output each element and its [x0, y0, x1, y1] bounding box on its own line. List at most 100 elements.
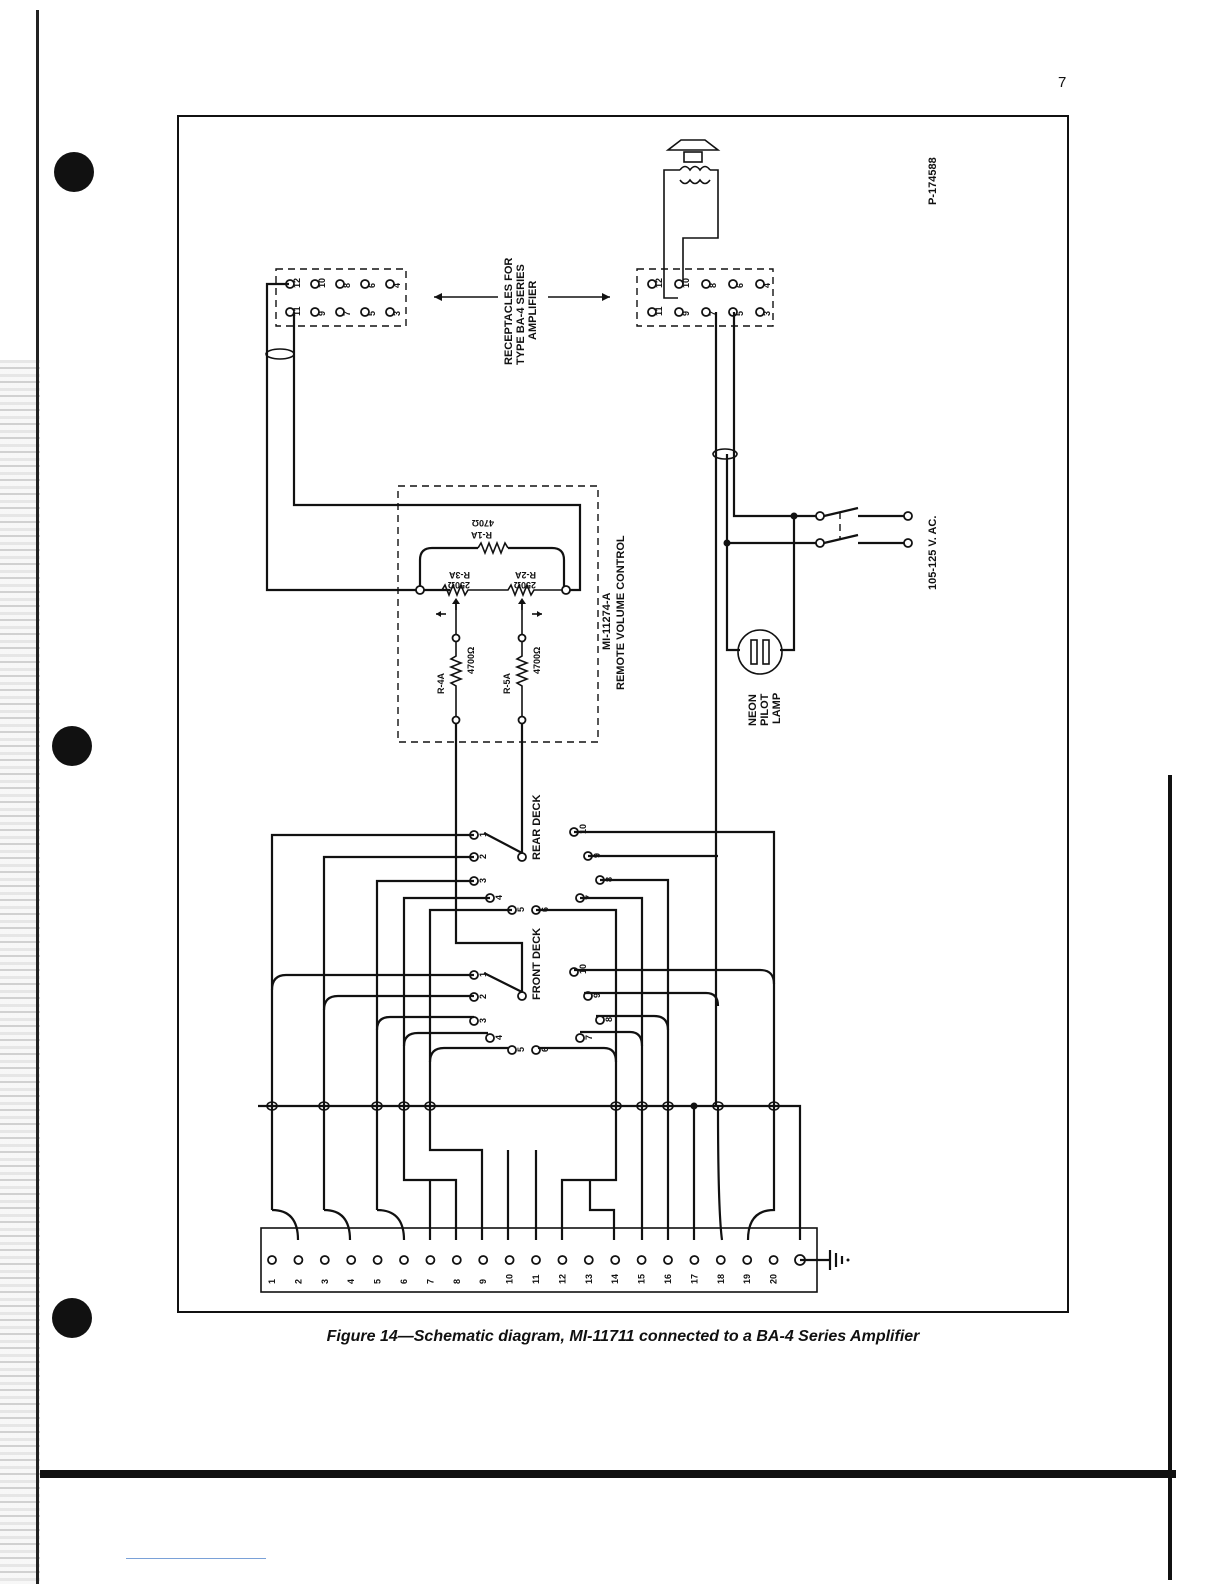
- receptacle-pin-number: 3: [392, 311, 402, 316]
- receptacles-label-line-2: TYPE BA-4 SERIES: [515, 264, 527, 365]
- cable-tie: [662, 1101, 674, 1111]
- strip-terminal-number: 14: [610, 1274, 620, 1284]
- receptacle-pin-number: 12: [654, 278, 664, 288]
- strip-terminal: [425, 1255, 436, 1265]
- strip-terminal-number: 4: [346, 1279, 356, 1284]
- deck-contact-number: 3: [478, 1018, 488, 1023]
- deck-contact-number: 5: [516, 907, 526, 912]
- figure-caption: Figure 14—Schematic diagram, MI-11711 co…: [326, 1328, 920, 1345]
- deck-contact-number: 2: [478, 994, 488, 999]
- remote-control-subtitle: REMOTE VOLUME CONTROL: [615, 535, 627, 690]
- r3a-name: R-3A: [448, 570, 470, 580]
- r1a-value: 470Ω: [472, 518, 494, 528]
- strip-terminal-number: 5: [373, 1279, 383, 1284]
- deck-contact-number: 6: [540, 1047, 550, 1052]
- strip-terminal-number: 9: [478, 1279, 488, 1284]
- neon-lamp-label-3: LAMP: [771, 693, 783, 724]
- remote-control-title: MI-11274-A: [601, 592, 613, 650]
- strip-terminal-number: 6: [399, 1279, 409, 1284]
- deck-contact-number: 10: [578, 824, 588, 834]
- deck-contact-number: 3: [478, 878, 488, 883]
- strip-terminal-number: 20: [769, 1274, 779, 1284]
- strip-terminal: [689, 1255, 700, 1265]
- page-number: 7: [1058, 74, 1067, 91]
- ground-icon: [846, 1258, 850, 1262]
- receptacle-pin-number: 5: [735, 311, 745, 316]
- binder-edge-texture: [0, 360, 40, 1584]
- receptacles-label: RECEPTACLES FOR TYPE BA-4 SERIES AMPLIFI…: [434, 258, 610, 365]
- strip-terminal: [610, 1255, 621, 1265]
- receptacle-pin-number: 11: [292, 306, 302, 316]
- rear-deck-label: REAR DECK: [531, 795, 543, 860]
- cable-ties: [266, 1101, 780, 1111]
- strip-terminal-number: 19: [742, 1274, 752, 1284]
- receptacle-pin-number: 3: [762, 311, 772, 316]
- receptacle-pin: [335, 307, 345, 317]
- strip-terminal: [293, 1255, 304, 1265]
- strip-terminal: [346, 1255, 357, 1265]
- neon-lamp-label-2: PILOT: [759, 693, 771, 726]
- strip-terminal: [715, 1255, 726, 1265]
- strip-terminal: [583, 1255, 594, 1265]
- strip-terminal: [451, 1255, 462, 1265]
- punch-hole-top: [54, 152, 94, 192]
- deck-contact-number: 1: [478, 972, 488, 977]
- strip-terminal: [663, 1255, 673, 1265]
- control-to-switch-wires: [454, 724, 524, 996]
- receptacle-pin: [385, 307, 395, 317]
- strip-terminal-number: 13: [584, 1274, 594, 1284]
- deck-contact-number: 7: [584, 1035, 594, 1040]
- strip-terminal: [531, 1255, 541, 1265]
- strip-terminal-number: 3: [320, 1279, 330, 1284]
- strip-terminal-number: 18: [716, 1274, 726, 1284]
- receptacle-pin: [674, 307, 684, 317]
- neon-lamp-label-1: NEON: [747, 694, 759, 726]
- strip-terminal: [504, 1255, 515, 1265]
- receptacle-pin-number: 9: [681, 311, 691, 316]
- strip-terminal-number: 16: [663, 1274, 673, 1284]
- receptacles-label-line-3: AMPLIFIER: [527, 281, 539, 340]
- cable-tie: [424, 1101, 436, 1111]
- page-left-edge: [36, 10, 39, 1584]
- r5a-name: R-5A: [502, 672, 512, 694]
- remote-volume-control: MI-11274-A REMOTE VOLUME CONTROL R-1A 47…: [397, 485, 627, 743]
- strip-terminal-number: 15: [637, 1274, 647, 1284]
- cable-tie: [318, 1101, 330, 1111]
- r1a-name: R-1A: [470, 530, 492, 540]
- strip-terminal-number: 12: [557, 1274, 567, 1284]
- page-right-rule: [1168, 775, 1172, 1580]
- receptacle-pin: [755, 307, 765, 317]
- strip-terminal-number: 2: [293, 1279, 303, 1284]
- strip-terminal-number: 7: [425, 1279, 435, 1284]
- cable-tie: [610, 1101, 622, 1111]
- r2a-name: R-2A: [514, 570, 536, 580]
- front-deck-label: FRONT DECK: [531, 928, 543, 1000]
- strip-terminal-number: 17: [689, 1274, 699, 1284]
- receptacle-pin: [647, 279, 657, 289]
- receptacle-pin-number: 7: [342, 311, 352, 316]
- receptacle-pin: [755, 279, 765, 289]
- cable-tie: [712, 1101, 724, 1111]
- deck-contact: [485, 1033, 495, 1043]
- strip-terminal: [399, 1255, 409, 1265]
- receptacle-pin-number: 11: [654, 306, 664, 316]
- receptacle-pin: [360, 279, 370, 289]
- drawing-number: P-174588: [927, 157, 939, 205]
- receptacle-pin: [647, 307, 657, 317]
- r4a-value: 4700Ω: [466, 647, 476, 674]
- cable-tie: [636, 1101, 648, 1111]
- strip-terminal: [267, 1255, 277, 1265]
- deck-contact-number: 5: [516, 1047, 526, 1052]
- diagram-frame: [177, 115, 1069, 1313]
- r4a-name: R-4A: [436, 672, 446, 694]
- strip-terminal-number: 1: [267, 1279, 277, 1284]
- deck-contact-number: 2: [478, 854, 488, 859]
- receptacle-pin-number: 10: [681, 278, 691, 288]
- deck-contact-number: 8: [604, 1017, 614, 1022]
- receptacle-pin: [728, 279, 738, 289]
